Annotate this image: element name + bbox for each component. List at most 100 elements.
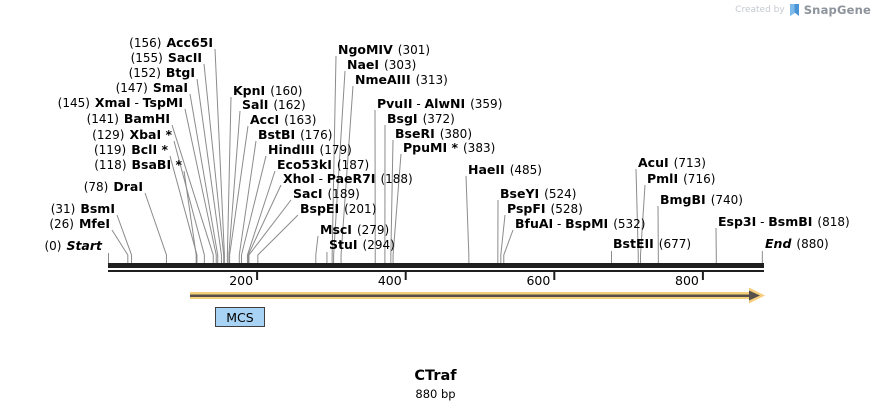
site-label-bseyi: BseYI(524) — [500, 187, 576, 201]
connector-line-saci — [248, 199, 292, 263]
ruler-tick-200 — [256, 272, 259, 280]
site-position: (0) — [44, 239, 62, 253]
site-label-mfei: (26)MfeI — [49, 217, 110, 231]
site-name: XbaI — [129, 127, 162, 142]
site-label-bcli: (119)BclI * — [94, 143, 168, 157]
site-name: Eco53kI — [277, 157, 332, 172]
site-name: PmlI — [647, 171, 679, 186]
site-name: BamHI — [123, 111, 170, 126]
site-label-ppumi: PpuMI *(383) — [403, 141, 495, 155]
site-name: BstEII — [613, 236, 654, 251]
ruler-tick-label-800: 800 — [675, 273, 699, 288]
site-name: PpuMI — [403, 140, 448, 155]
site-name: SmaI — [152, 80, 188, 95]
ruler-tick-600 — [553, 272, 556, 280]
connector-line-msci — [315, 235, 319, 263]
site-name: BseRI — [395, 126, 435, 141]
site-name: SacII — [167, 50, 202, 65]
site-label-bsteii: BstEII(677) — [613, 237, 691, 251]
sequence-bar — [108, 263, 764, 268]
site-position: (152) — [128, 66, 161, 80]
site-name-separator: - — [553, 217, 566, 231]
site-label-bsabi: (118)BsaBI * — [94, 158, 182, 172]
snapgene-flag-icon — [789, 4, 799, 16]
connector-line-bfuai — [503, 229, 514, 263]
site-name: HaeII — [468, 162, 505, 177]
site-position: (162) — [273, 98, 306, 112]
site-position: (359) — [470, 97, 503, 111]
connector-line-drai — [144, 192, 167, 263]
site-name: PvuII — [377, 96, 413, 111]
connector-line-ngomiv — [331, 55, 337, 263]
connector-line-bsabi — [183, 170, 197, 263]
ruler-tick-label-400: 400 — [377, 273, 402, 288]
site-position: (155) — [130, 51, 163, 65]
ruler-tick-label-600: 600 — [526, 273, 551, 288]
map-title-block: CTraf 880 bp — [109, 368, 762, 401]
site-name-2: TspMI — [142, 95, 183, 110]
site-name: BsmI — [80, 201, 115, 216]
site-name: SalI — [242, 97, 269, 112]
site-label-eco53ki: Eco53kI(187) — [277, 158, 369, 172]
site-label-kpni: KpnI(160) — [233, 84, 302, 98]
site-name: Acc65I — [166, 35, 213, 50]
site-name: BspEI — [300, 201, 340, 216]
site-name: MscI — [320, 222, 352, 237]
site-name-2: BsmBI — [768, 214, 813, 229]
site-position: (740) — [710, 193, 743, 207]
site-position: (188) — [380, 172, 413, 186]
site-name: BstBI — [258, 127, 296, 142]
site-position: (713) — [673, 156, 706, 170]
site-position: (179) — [319, 143, 352, 157]
site-name-2: AlwNI — [424, 96, 466, 111]
connector-line-acci — [229, 125, 249, 263]
site-position: (380) — [439, 127, 473, 141]
site-label-bspei: BspEI(201) — [300, 202, 376, 216]
map-title: CTraf — [414, 368, 457, 384]
site-label-hindiii: HindIII(179) — [268, 143, 352, 157]
connector-line-naei — [333, 70, 346, 263]
site-position: (301) — [397, 43, 431, 57]
connector-line-bsmi — [116, 214, 133, 263]
connector-line-bstbi — [238, 140, 257, 263]
map-length: 880 bp — [415, 387, 456, 401]
site-label-ngomiv: NgoMIV(301) — [338, 43, 430, 57]
site-name: BseYI — [500, 186, 540, 201]
site-label-bsgi: BsgI(372) — [387, 112, 455, 126]
site-name: BmgBI — [660, 192, 706, 207]
sequence-bar-underline — [108, 270, 764, 272]
site-label-bseri: BseRI (380) — [395, 127, 472, 141]
site-name-2: BspMI — [565, 216, 609, 231]
site-label-pvuii: PvuII - AlwNI(359) — [377, 97, 502, 111]
site-label-acui: AcuI (713) — [638, 156, 706, 170]
ruler-tick-800 — [701, 272, 704, 280]
site-position: (189) — [327, 187, 360, 201]
site-label-pmli: PmlI(716) — [647, 172, 715, 186]
site-position: (176) — [300, 128, 333, 142]
site-name: AccI — [250, 112, 280, 127]
site-name: NaeI — [347, 57, 380, 72]
site-name: AcuI — [638, 155, 669, 170]
site-position: (279) — [356, 223, 390, 237]
connector-line-hindiii — [240, 155, 267, 263]
mcs-feature-label: MCS — [226, 309, 254, 325]
site-position: (129) — [92, 128, 125, 142]
connector-line-bspei — [257, 214, 299, 263]
site-label-nmeaiii: NmeAIII(313) — [355, 73, 448, 87]
connector-line-xhoi — [247, 184, 282, 263]
site-position: (147) — [115, 81, 148, 95]
site-position: (141) — [86, 112, 119, 126]
site-label-pspfi: PspFI(528) — [507, 202, 583, 216]
site-name: PspFI — [507, 201, 546, 216]
connector-line-btgi — [196, 78, 222, 263]
site-position: (118) — [94, 158, 127, 172]
connector-line-smai — [189, 93, 219, 263]
created-by-text: Created by — [735, 5, 785, 15]
site-label-start: (0)Start — [44, 239, 102, 253]
site-position: (78) — [83, 180, 109, 194]
feature-arrow-core — [190, 294, 749, 297]
site-label-stui: StuI(294) — [329, 238, 395, 252]
site-label-acci: AccI(163) — [250, 113, 316, 127]
site-position: (372) — [422, 112, 455, 126]
